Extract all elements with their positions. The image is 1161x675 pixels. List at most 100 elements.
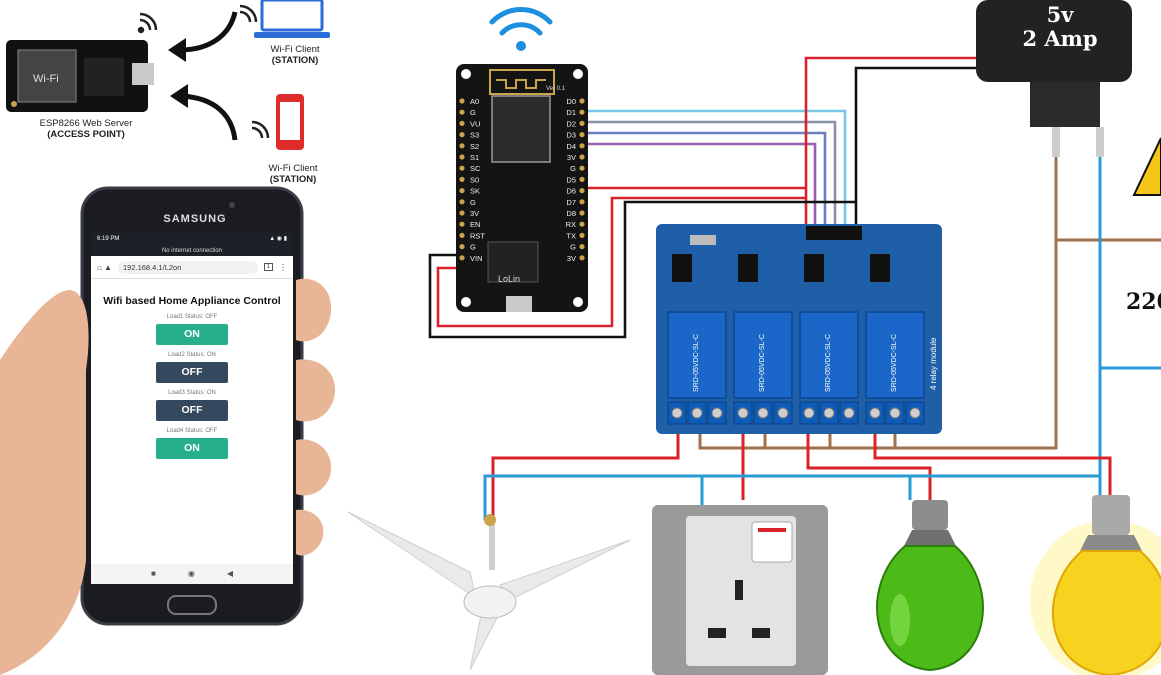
pin-hole	[579, 232, 585, 238]
optocoupler	[738, 254, 758, 282]
pin-hole	[579, 98, 585, 104]
esp8266-module: Wi-Fi	[6, 40, 154, 112]
load-4-status: Load4 Status: OFF	[166, 428, 218, 434]
relay-model-text: SRD-05VDC-SL-C	[693, 334, 700, 392]
pin-hole	[579, 255, 585, 261]
board-name-label: LoLin	[498, 274, 520, 284]
load-2-toggle-button[interactable]: OFF	[156, 362, 228, 383]
wifi-icon-dot	[516, 41, 526, 51]
screw-head	[909, 407, 921, 419]
pin-label: SC	[470, 164, 481, 173]
pin-hole	[459, 176, 465, 182]
wifi-signal-icon	[137, 12, 158, 34]
home-button[interactable]: ◉	[187, 569, 195, 578]
android-nav-bar: ■ ◉ ◀	[91, 564, 293, 584]
pin-hole	[459, 210, 465, 216]
screw-head	[889, 407, 901, 419]
pin-label: D5	[566, 175, 576, 184]
pin-label: G	[570, 164, 576, 173]
esp-module-text: Wi-Fi	[33, 73, 59, 85]
pin-label: G	[470, 243, 476, 252]
load-3: Load3 Status: ON OFF	[91, 389, 293, 421]
yellow-bulb	[1030, 495, 1161, 675]
load-3-status: Load3 Status: ON	[168, 390, 216, 396]
browser-url-bar: ⌂ ▲ 192.168.4.1/L2on 1 ⋮	[91, 256, 293, 279]
pin-label: G	[570, 243, 576, 252]
wifi-signal-icon	[251, 120, 270, 139]
laptop-icon	[254, 0, 330, 38]
connection-notice: No internet connection	[91, 246, 293, 256]
pin-label: 3V	[567, 153, 576, 162]
pin-label: G	[470, 198, 476, 207]
pin-hole	[459, 232, 465, 238]
psu-voltage: 5v	[1046, 2, 1074, 27]
pin-label: TX	[566, 231, 576, 240]
load-1: Load1 Status: OFF ON	[91, 313, 293, 345]
arrow-to-esp-top	[179, 11, 238, 53]
screw-head	[823, 407, 835, 419]
warning-sign-icon	[1132, 137, 1161, 196]
esp-server-caption: ESP8266 Web Server (ACCESS POINT)	[26, 118, 146, 140]
screw-head	[671, 407, 683, 419]
pin-label: D2	[566, 119, 576, 128]
screw-head	[711, 407, 723, 419]
back-button[interactable]: ◀	[226, 569, 233, 578]
pin-label: S3	[470, 131, 479, 140]
mobile-client-caption: Wi-Fi Client (STATION)	[248, 163, 338, 185]
arrow-to-esp-bottom	[181, 93, 238, 141]
relay-module-label: 4 relay module	[929, 337, 938, 390]
url-input[interactable]: 192.168.4.1/L2on	[117, 260, 258, 274]
pin-hole	[579, 120, 585, 126]
load-2: Load2 Status: ON OFF	[91, 351, 293, 383]
relay-model-text: SRD-05VDC-SL-C	[825, 334, 832, 392]
load-3-toggle-button[interactable]: OFF	[156, 400, 228, 421]
pin-label: D8	[566, 209, 576, 218]
pin-label: D0	[566, 97, 576, 106]
wiring	[428, 56, 1161, 520]
pin-hole	[459, 154, 465, 160]
pin-hole	[579, 176, 585, 182]
psu-rating: 5v 2 Amp	[1010, 3, 1110, 51]
menu-icon[interactable]: ⋮	[279, 262, 287, 272]
pin-hole	[459, 221, 465, 227]
pin-label: D6	[566, 187, 576, 196]
pin-hole	[579, 199, 585, 205]
load-4: Load4 Status: OFF ON	[91, 427, 293, 459]
relay-unit	[865, 311, 925, 399]
green-bulb	[876, 500, 984, 672]
pin-hole	[459, 165, 465, 171]
nodemcu-board	[456, 64, 588, 312]
recent-apps-button[interactable]: ■	[151, 569, 156, 578]
home-icon[interactable]: ⌂ ▲	[97, 262, 112, 272]
hand	[0, 278, 336, 675]
laptop-client-mode: (STATION)	[271, 55, 319, 66]
pin-hole	[579, 109, 585, 115]
load-4-toggle-button[interactable]: ON	[156, 438, 228, 459]
esp-server-label: ESP8266 Web Server	[39, 118, 133, 129]
laptop-client-label: Wi-Fi Client	[270, 44, 320, 55]
page-title: Wifi based Home Appliance Control	[103, 295, 281, 307]
relay-unit	[667, 311, 727, 399]
tab-count-badge[interactable]: 1	[263, 263, 273, 271]
pin-hole	[579, 143, 585, 149]
pin-label: SK	[470, 187, 480, 196]
status-time: 6:19 PM	[97, 236, 120, 242]
pin-hole	[579, 165, 585, 171]
status-bar: 6:19 PM ▲ ◉ ▮	[91, 232, 293, 246]
pin-label: D4	[566, 142, 576, 151]
load-1-toggle-button[interactable]: ON	[156, 324, 228, 345]
phone-brand: SAMSUNG	[163, 213, 227, 225]
esp-server-mode: (ACCESS POINT)	[47, 129, 125, 140]
optocoupler	[870, 254, 890, 282]
pin-hole	[459, 244, 465, 250]
psu-current: 2 Amp	[1022, 26, 1098, 51]
pin-hole	[579, 244, 585, 250]
pin-label: D7	[566, 198, 576, 207]
optocoupler	[672, 254, 692, 282]
pin-hole	[459, 120, 465, 126]
pin-hole	[579, 188, 585, 194]
